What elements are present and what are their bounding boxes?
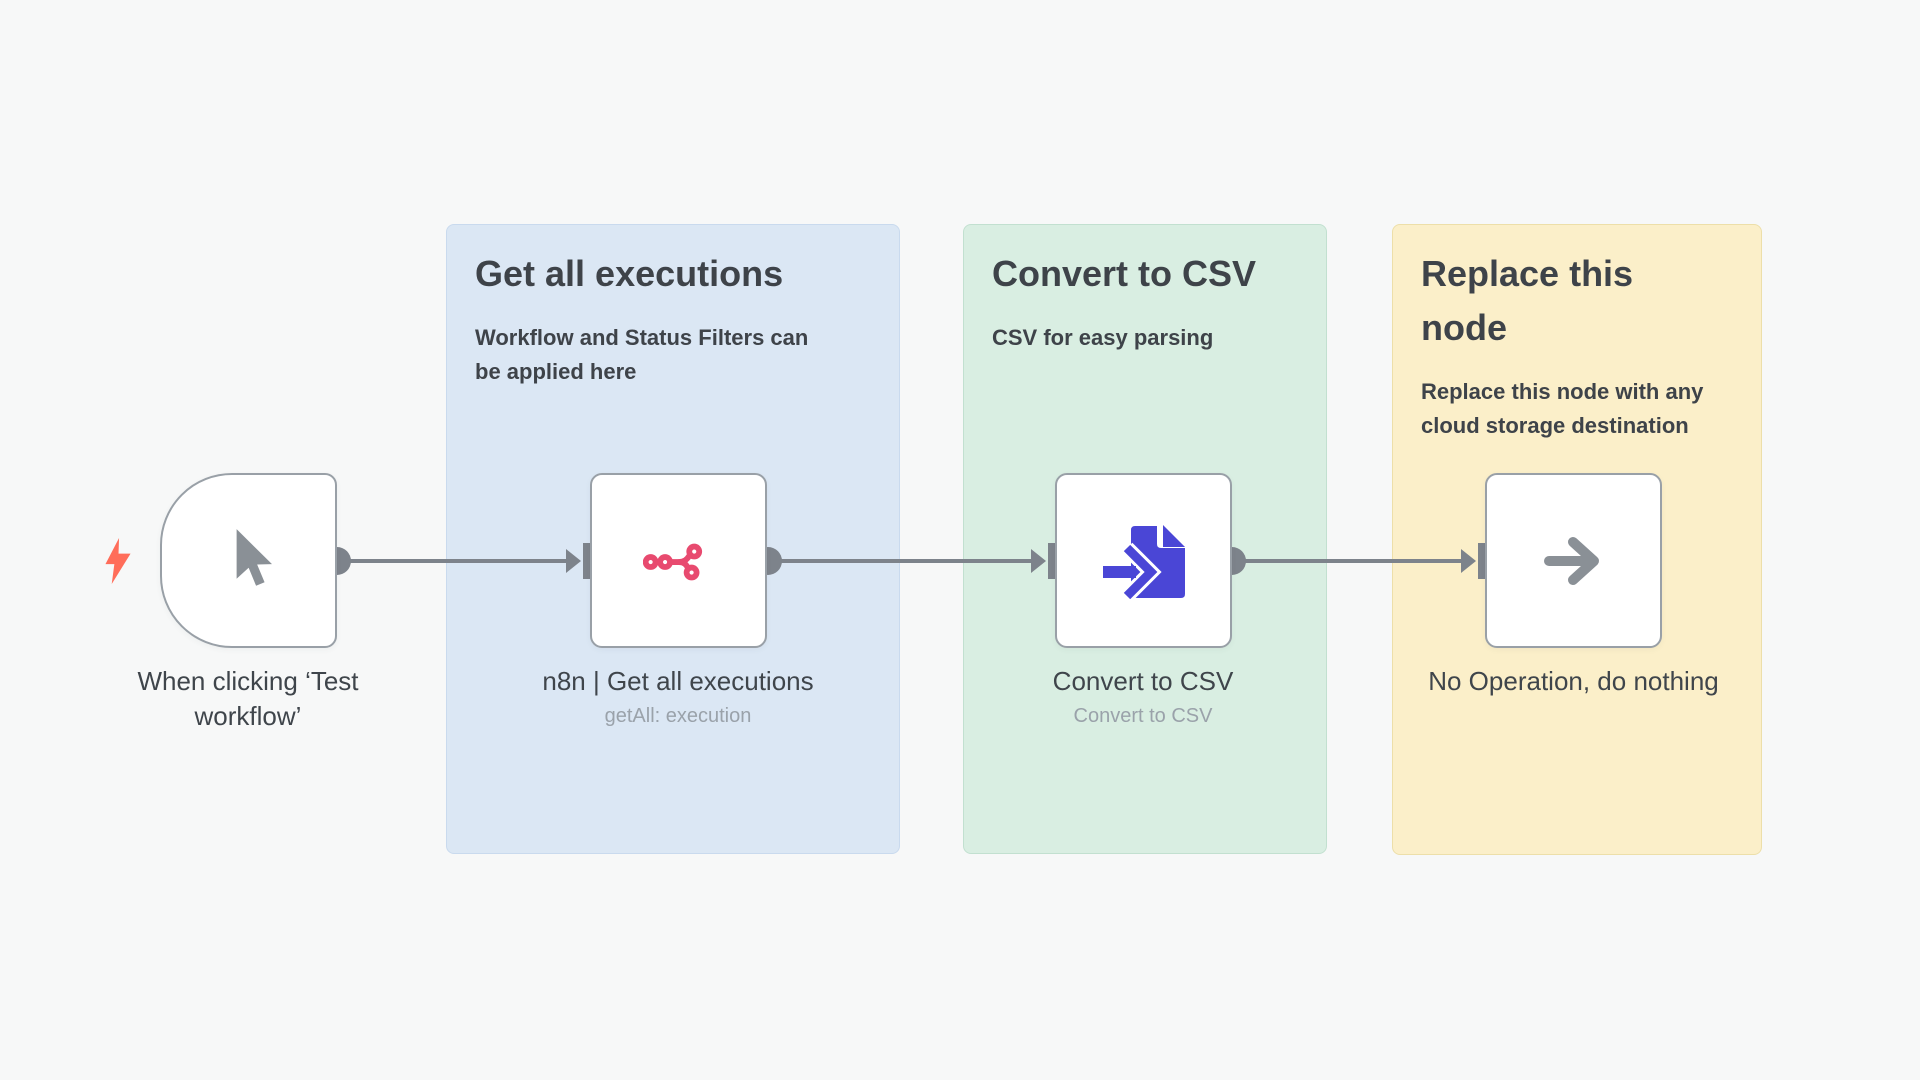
n8n-logo-icon xyxy=(642,543,702,580)
node-n8n-get-all-executions[interactable] xyxy=(590,473,767,648)
node-convert-to-csv[interactable] xyxy=(1055,473,1232,648)
node-label-trigger: When clicking ‘Test workflow’ xyxy=(108,664,388,734)
file-import-icon xyxy=(1102,524,1185,599)
node-when-clicking-test-workflow[interactable] xyxy=(160,473,337,648)
sticky-body: CSV for easy parsing xyxy=(992,325,1214,350)
sticky-body: Workflow and Status Filters can be appli… xyxy=(475,325,809,385)
node-title: No Operation, do nothing xyxy=(1428,666,1719,696)
lightning-bolt-icon xyxy=(105,538,131,584)
node-label-csv: Convert to CSV Convert to CSV xyxy=(963,664,1323,728)
node-label-noop: No Operation, do nothing xyxy=(1391,664,1756,699)
arrow-right-icon xyxy=(1543,536,1599,585)
sticky-title: Convert to CSV xyxy=(992,253,1257,294)
node-subtitle: Convert to CSV xyxy=(1073,705,1213,728)
connection-wire-n8n-to-csv[interactable] xyxy=(768,559,1036,563)
sticky-title: Replace this node xyxy=(1421,253,1634,348)
node-title: n8n | Get all executions xyxy=(542,666,814,696)
cursor-icon xyxy=(236,528,272,586)
node-subtitle: getAll: execution xyxy=(604,705,752,728)
node-no-operation[interactable] xyxy=(1485,473,1662,648)
node-title: Convert to CSV xyxy=(1052,666,1234,696)
node-label-n8n: n8n | Get all executions getAll: executi… xyxy=(498,664,858,728)
connection-wire-csv-to-noop[interactable] xyxy=(1232,559,1466,563)
sticky-body: Replace this node with any cloud storage… xyxy=(1421,379,1704,439)
node-title: When clicking ‘Test workflow’ xyxy=(137,666,359,732)
sticky-title: Get all executions xyxy=(475,253,784,294)
connection-wire-trigger-to-n8n[interactable] xyxy=(337,559,569,563)
sticky-note-get-all-executions[interactable]: Get all executions Workflow and Status F… xyxy=(446,224,900,854)
